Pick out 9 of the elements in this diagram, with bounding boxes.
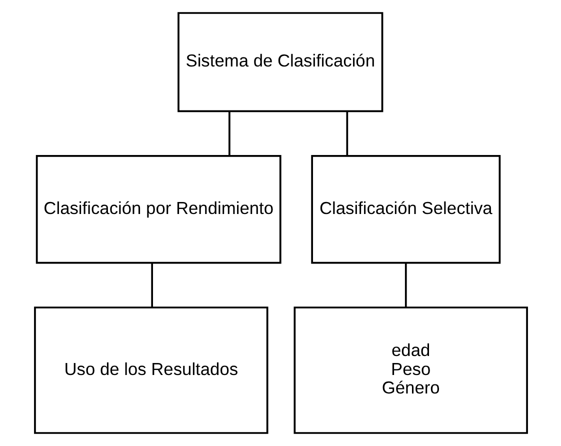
connector: [228, 112, 230, 156]
connector: [346, 112, 348, 156]
connector: [404, 262, 406, 308]
node-box: Sistema de Clasificación: [177, 12, 383, 112]
node-box: Clasificación por Rendimiento: [35, 154, 281, 264]
connector: [150, 262, 153, 308]
node-box: edad Peso Género: [293, 306, 528, 434]
node-box: Uso de los Resultados: [34, 306, 268, 434]
node-box: Clasificación Selectiva: [310, 154, 500, 264]
